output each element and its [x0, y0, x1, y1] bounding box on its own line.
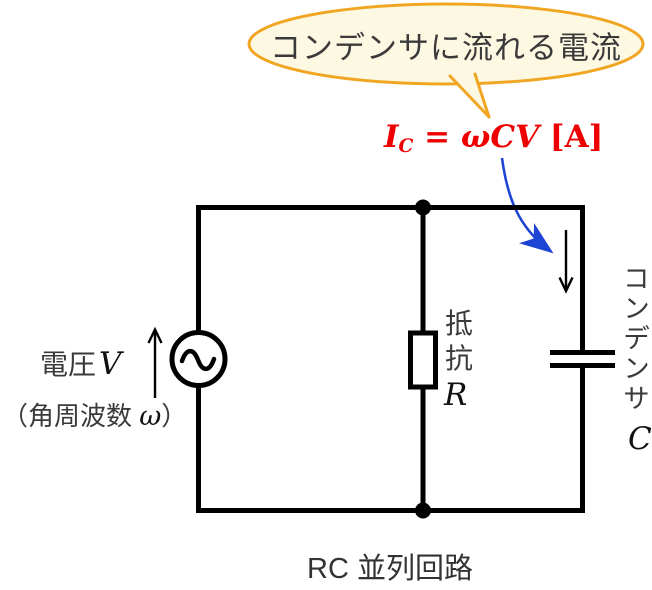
freq-suffix: ）: [161, 401, 188, 431]
voltage-label: 電圧V: [40, 343, 121, 383]
curved-blue-arrow-icon: [500, 157, 554, 254]
voltage-label-text: 電圧: [40, 349, 97, 380]
capacitor-icon: [550, 350, 615, 368]
junction-dot-bottom: [415, 502, 431, 519]
formula-unit: [A]: [539, 119, 604, 155]
formula-equals: =: [413, 119, 461, 155]
down-arrow-icon: [558, 230, 574, 294]
angular-frequency-label: （角周波数 ω）: [2, 396, 187, 433]
formula-variable: I: [384, 119, 399, 155]
capacitor-label: コンデンサ: [619, 264, 649, 414]
resistor-icon: [408, 330, 438, 390]
formula-subscript: C: [398, 136, 414, 158]
callout-text: コンデンサに流れる電流: [270, 30, 622, 66]
diagram-caption: RC 並列回路: [303, 545, 477, 590]
resistor-label: 抵抗: [445, 308, 474, 374]
freq-prefix: （角周波数: [2, 401, 140, 431]
circuit-loop-wire: [196, 205, 583, 513]
speech-bubble-icon: [247, 2, 645, 119]
voltage-symbol: V: [99, 346, 122, 382]
resistor-symbol: R: [444, 377, 468, 413]
formula-body: ωCV: [460, 119, 540, 155]
callout-tail: [448, 72, 491, 119]
junction-dot-top: [415, 199, 431, 216]
formula-text: IC = ωCV [A]: [384, 119, 603, 165]
ac-source-icon: [169, 330, 228, 388]
callout-ellipse: [247, 2, 645, 86]
up-arrow-icon: [147, 326, 163, 398]
freq-symbol: ω: [139, 401, 162, 432]
capacitor-symbol: C: [628, 421, 652, 457]
